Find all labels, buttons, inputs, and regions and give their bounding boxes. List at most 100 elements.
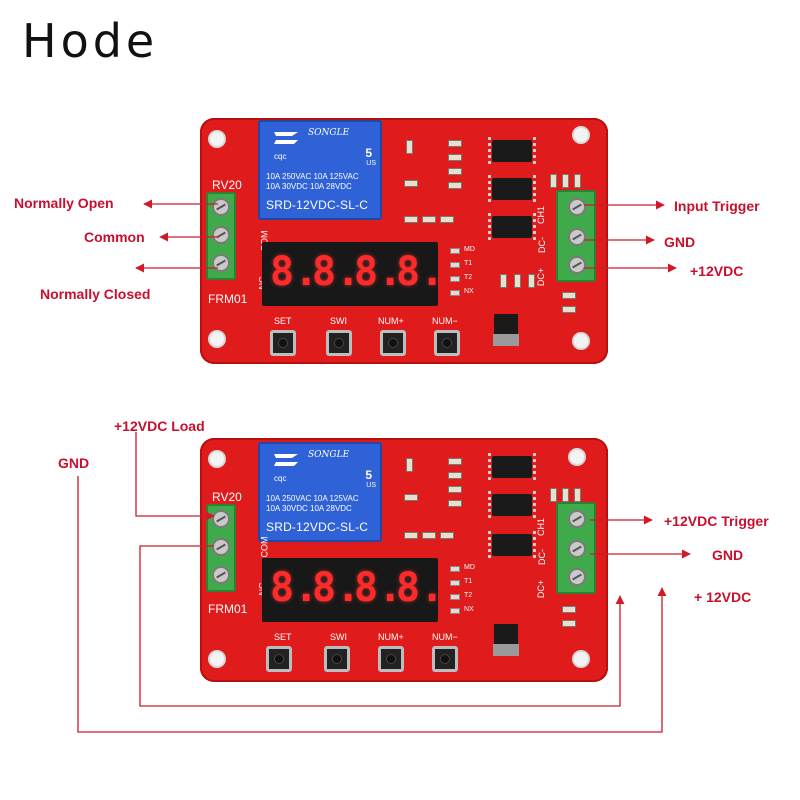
- display-digit: 8.: [354, 565, 403, 611]
- num-minus-button[interactable]: [432, 646, 458, 672]
- smd-component: [514, 274, 521, 288]
- relay-spec-1: 10A 250VAC 10A 125VAC: [266, 172, 359, 181]
- smd-component: [550, 488, 557, 502]
- swi-button[interactable]: [324, 646, 350, 672]
- terminal-screw-dc-minus[interactable]: [568, 228, 586, 246]
- led-label: NX: [464, 288, 474, 295]
- smd-component: [448, 472, 462, 479]
- smd-component: [448, 486, 462, 493]
- relay-brand: SONGLE: [308, 450, 350, 460]
- output-terminal-block: [206, 192, 236, 280]
- smd-component: [448, 154, 462, 161]
- led-label: T1: [464, 260, 473, 267]
- label-gnd-left: GND: [58, 455, 90, 471]
- display-digit: 8.: [270, 249, 319, 295]
- ic-chip: [488, 137, 536, 165]
- button-label: SET: [274, 632, 292, 642]
- ic-chip: [488, 213, 536, 241]
- label-gnd: GND: [664, 234, 696, 250]
- terminal-screw-dc-minus[interactable]: [568, 540, 586, 558]
- relay-spec-1: 10A 250VAC 10A 125VAC: [266, 494, 359, 503]
- smd-component: [574, 488, 581, 502]
- led-indicator: [450, 248, 460, 254]
- set-button[interactable]: [266, 646, 292, 672]
- smd-component: [562, 488, 569, 502]
- led-indicator: [450, 594, 460, 600]
- terminal-screw-dc-plus[interactable]: [568, 256, 586, 274]
- smd-component: [404, 216, 418, 223]
- silk-rv20: RV20: [212, 490, 242, 504]
- led-display: 8. 8. 8. 8.: [262, 242, 444, 306]
- smd-component: [440, 532, 454, 539]
- voltage-regulator: [494, 314, 518, 334]
- relay-module: SONGLE 5 US cqc 10A 250VAC 10A 125VAC 10…: [258, 442, 382, 542]
- voltage-regulator: [494, 624, 518, 644]
- relay-us: US: [366, 160, 376, 167]
- label-power-2: + 12VDC: [694, 589, 752, 605]
- display-digit: 8.: [312, 249, 361, 295]
- button-label: NUM−: [432, 632, 458, 642]
- relay-spec-2: 10A 30VDC 10A 28VDC: [266, 504, 352, 513]
- silk-frm01: FRM01: [208, 292, 248, 306]
- smd-component: [448, 182, 462, 189]
- smd-component: [404, 180, 418, 187]
- smd-component: [562, 620, 576, 627]
- relay-number: 5: [365, 468, 372, 482]
- brand-logo: Hode: [22, 14, 159, 68]
- smd-component: [448, 140, 462, 147]
- num-minus-button[interactable]: [434, 330, 460, 356]
- num-plus-button[interactable]: [380, 330, 406, 356]
- button-label: SET: [274, 316, 292, 326]
- relay-model: SRD-12VDC-SL-C: [266, 520, 369, 534]
- terminal-screw-dc-plus[interactable]: [568, 568, 586, 586]
- ic-chip: [488, 453, 536, 481]
- label-common: Common: [84, 229, 145, 245]
- label-gnd-right: GND: [712, 547, 744, 563]
- terminal-screw-ch1[interactable]: [568, 198, 586, 216]
- relay-module: SONGLE 5 US cqc 10A 250VAC 10A 125VAC 10…: [258, 120, 382, 220]
- led-indicator: [450, 276, 460, 282]
- display-digit: 8.: [354, 249, 403, 295]
- label-normally-closed: Normally Closed: [40, 286, 151, 302]
- button-label: NUM−: [432, 316, 458, 326]
- terminal-screw-nc[interactable]: [212, 566, 230, 584]
- led-label: MD: [464, 246, 475, 253]
- relay-us: US: [366, 482, 376, 489]
- relay-board-bottom: SONGLE 5 US cqc 10A 250VAC 10A 125VAC 10…: [200, 438, 608, 682]
- set-button[interactable]: [270, 330, 296, 356]
- button-label: SWI: [330, 632, 347, 642]
- terminal-screw-no[interactable]: [212, 198, 230, 216]
- button-label: NUM+: [378, 316, 404, 326]
- mounting-hole: [208, 130, 226, 148]
- terminal-screw-ch1[interactable]: [568, 510, 586, 528]
- smd-component: [562, 292, 576, 299]
- smd-component: [406, 458, 413, 472]
- num-plus-button[interactable]: [378, 646, 404, 672]
- led-label: NX: [464, 606, 474, 613]
- led-label: MD: [464, 564, 475, 571]
- smd-component: [550, 174, 557, 188]
- smd-component: [562, 174, 569, 188]
- display-digit: 8.: [270, 565, 319, 611]
- label-load: +12VDC Load: [114, 418, 205, 434]
- led-label: T1: [464, 578, 473, 585]
- swi-button[interactable]: [326, 330, 352, 356]
- songle-logo-icon: [274, 132, 298, 144]
- relay-spec-2: 10A 30VDC 10A 28VDC: [266, 182, 352, 191]
- led-indicator: [450, 290, 460, 296]
- smd-component: [422, 216, 436, 223]
- smd-component: [562, 606, 576, 613]
- display-digit: 8.: [312, 565, 361, 611]
- mounting-hole: [208, 450, 226, 468]
- mounting-hole: [572, 126, 590, 144]
- relay-number: 5: [365, 146, 372, 160]
- relay-model: SRD-12VDC-SL-C: [266, 198, 369, 212]
- voltage-regulator-tab: [493, 334, 519, 346]
- button-label: NUM+: [378, 632, 404, 642]
- terminal-screw-com[interactable]: [212, 538, 230, 556]
- relay-board-top: SONGLE 5 US cqc 10A 250VAC 10A 125VAC 10…: [200, 118, 608, 364]
- silk-rv20: RV20: [212, 178, 242, 192]
- ic-chip: [488, 491, 536, 519]
- terminal-screw-com[interactable]: [212, 226, 230, 244]
- wire-gnd-loop: [77, 476, 667, 733]
